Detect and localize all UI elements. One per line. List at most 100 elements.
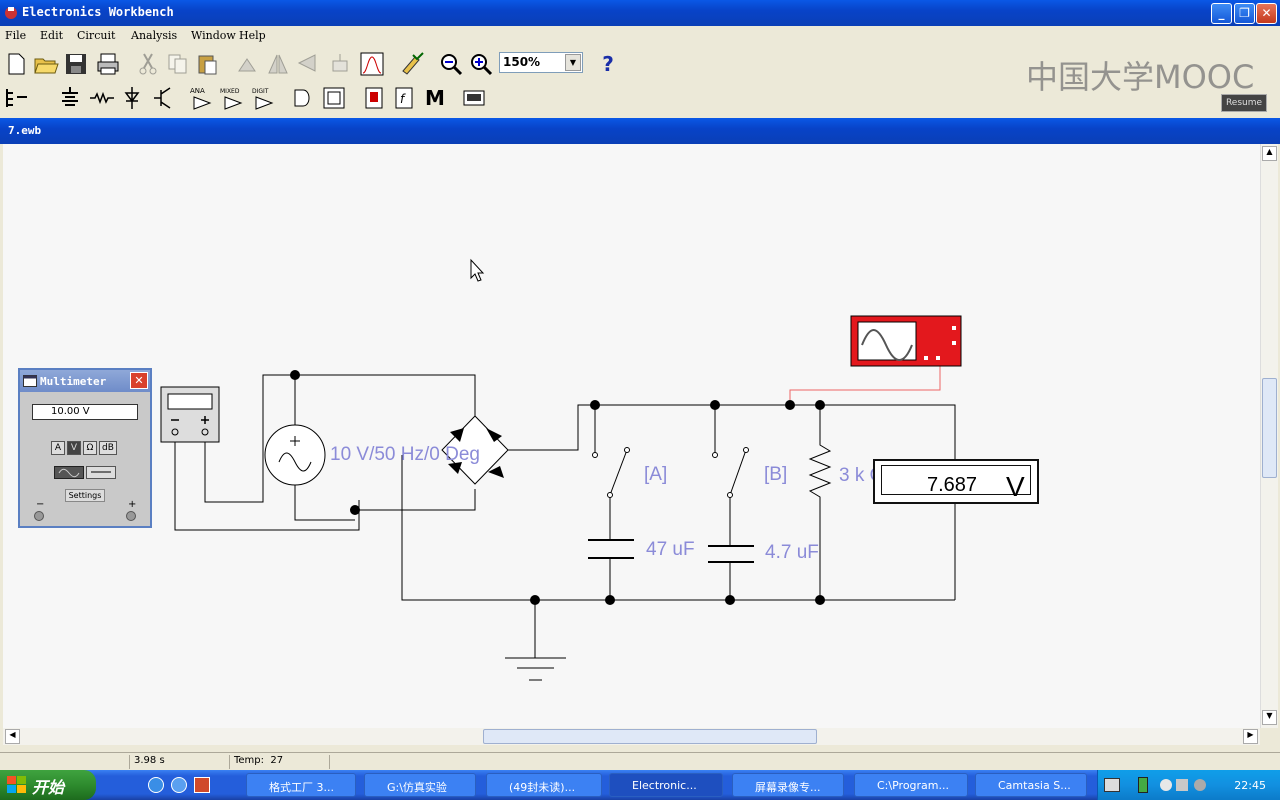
menu-help[interactable]: Help <box>239 29 266 42</box>
menu-edit[interactable]: Edit <box>40 29 64 42</box>
task-item-mail[interactable]: (49封未读)... <box>486 773 602 797</box>
battery-icon[interactable] <box>1138 777 1148 793</box>
task-item-electronics-workbench[interactable]: Electronic... <box>609 773 723 797</box>
ie-icon[interactable] <box>148 777 164 793</box>
component-properties-button[interactable] <box>398 50 426 78</box>
keyboard-icon[interactable] <box>1104 778 1120 792</box>
copy-button[interactable] <box>164 50 192 78</box>
zoom-out-icon <box>441 54 463 76</box>
scroll-left-icon[interactable]: ◀ <box>5 729 20 744</box>
horizontal-scroll-thumb[interactable] <box>483 729 817 744</box>
save-button[interactable] <box>62 50 90 78</box>
graph-button[interactable] <box>358 50 386 78</box>
ammeter-mode-button[interactable]: A <box>51 441 65 455</box>
vertical-scroll-thumb[interactable] <box>1262 378 1277 478</box>
task-item-sim-folder[interactable]: G:\仿真实验 <box>364 773 476 797</box>
zoom-in-icon <box>471 54 493 76</box>
resume-button[interactable]: Resume <box>1221 94 1267 112</box>
controls-bin-button[interactable]: f <box>390 84 418 112</box>
zoom-in-button[interactable] <box>467 50 495 78</box>
voltmeter-readout: 7.687 V <box>881 465 1031 502</box>
flip-vertical-button[interactable] <box>294 50 322 78</box>
voltmeter[interactable]: 7.687 V <box>873 459 1039 504</box>
digital-ics-bin-button[interactable]: DIGIT <box>250 84 278 112</box>
transistors-bin-button[interactable] <box>150 84 178 112</box>
maximize-button[interactable]: ❐ <box>1234 3 1255 24</box>
app-titlebar[interactable]: Electronics Workbench _ ❐ ✕ <box>0 0 1280 26</box>
menu-circuit[interactable]: Circuit <box>77 29 116 42</box>
menu-analysis[interactable]: Analysis <box>131 29 178 42</box>
vertical-scrollbar[interactable]: ▲ ▼ <box>1260 144 1278 728</box>
browser-icon[interactable] <box>171 777 187 793</box>
multimeter-dialog[interactable]: Multimeter ✕ 10.00 V A V Ω dB Settings −… <box>18 368 152 528</box>
multimeter-titlebar[interactable]: Multimeter ✕ <box>20 370 150 392</box>
new-file-button[interactable] <box>2 50 30 78</box>
zoom-select[interactable]: 150%▼ <box>499 52 583 73</box>
help-button[interactable]: ? <box>602 52 614 76</box>
capacitor-2-label: 4.7 uF <box>765 542 819 563</box>
diodes-bin-button[interactable] <box>118 84 146 112</box>
app-icon <box>5 7 17 19</box>
mixed-ics-bin-button[interactable]: MIXED <box>219 84 247 112</box>
minimize-button[interactable]: _ <box>1211 3 1232 24</box>
multimeter-close-button[interactable]: ✕ <box>130 372 148 389</box>
rotate-button[interactable] <box>234 50 262 78</box>
temp-value: 27 <box>270 755 284 766</box>
volume-icon[interactable] <box>1176 779 1188 791</box>
media-icon[interactable] <box>194 777 210 793</box>
open-button[interactable] <box>32 50 60 78</box>
multimeter-settings-button[interactable]: Settings <box>65 489 105 502</box>
instruments-bin-button[interactable] <box>460 84 488 112</box>
negative-terminal[interactable] <box>34 511 44 521</box>
ohmmeter-mode-button[interactable]: Ω <box>83 441 97 455</box>
digit-text: DIGIT <box>252 88 269 95</box>
digital-ic-icon: DIGIT <box>252 88 274 110</box>
close-button[interactable]: ✕ <box>1256 3 1277 24</box>
network-icon[interactable] <box>1160 779 1172 791</box>
start-button[interactable]: 开始 <box>0 770 96 800</box>
digital-bin-button[interactable] <box>320 84 348 112</box>
task-item-camtasia[interactable]: Camtasia S... <box>975 773 1087 797</box>
document-titlebar[interactable]: 7.ewb <box>0 118 1280 144</box>
print-button[interactable] <box>94 50 122 78</box>
horizontal-scrollbar[interactable]: ◀ ▶ <box>3 728 1260 745</box>
flip-horizontal-button[interactable] <box>264 50 292 78</box>
zoom-out-button[interactable] <box>437 50 465 78</box>
dc-line-icon <box>91 471 111 473</box>
favorites-bin-button[interactable] <box>2 84 30 112</box>
task-item-screen-recorder[interactable]: 屏幕录像专... <box>732 773 844 797</box>
circuit-canvas[interactable] <box>3 144 1260 728</box>
task-item-format-factory[interactable]: 格式工厂 3... <box>246 773 356 797</box>
logic-gates-bin-button[interactable] <box>290 84 318 112</box>
basic-bin-button[interactable] <box>88 84 116 112</box>
analog-ics-bin-button[interactable]: ANA <box>188 84 216 112</box>
voltmeter-mode-button[interactable]: V <box>67 441 81 455</box>
status-bar: 3.98 s Temp: 27 <box>0 752 1280 770</box>
dc-mode-button[interactable] <box>86 466 116 479</box>
positive-terminal[interactable] <box>126 511 136 521</box>
indicator-icon <box>365 87 383 109</box>
decibel-mode-button[interactable]: dB <box>99 441 117 455</box>
user-icon[interactable] <box>1194 779 1206 791</box>
paste-button[interactable] <box>194 50 222 78</box>
new-file-icon <box>8 53 25 75</box>
task-item-program-files[interactable]: C:\Program... <box>854 773 968 797</box>
save-icon <box>66 54 86 74</box>
controls-icon: f <box>395 87 413 109</box>
ac-mode-button[interactable] <box>54 466 84 479</box>
watermark-text: 中国大学MOOC <box>1026 58 1255 96</box>
scissors-icon <box>139 53 157 75</box>
miscellaneous-bin-button[interactable]: M <box>425 86 445 110</box>
transistor-icon <box>154 87 171 109</box>
indicators-bin-button[interactable] <box>360 84 388 112</box>
cut-button[interactable] <box>134 50 162 78</box>
scroll-right-icon[interactable]: ▶ <box>1243 729 1258 744</box>
menu-file[interactable]: File <box>5 29 27 42</box>
menu-window[interactable]: Window <box>191 29 236 42</box>
chevron-down-icon[interactable]: ▼ <box>565 54 581 71</box>
scroll-up-icon[interactable]: ▲ <box>1262 146 1277 161</box>
scroll-down-icon[interactable]: ▼ <box>1262 710 1277 725</box>
subcircuit-button[interactable] <box>326 50 354 78</box>
source-label: 10 V/50 Hz/0 Deg <box>330 444 480 465</box>
sources-bin-button[interactable] <box>56 84 84 112</box>
